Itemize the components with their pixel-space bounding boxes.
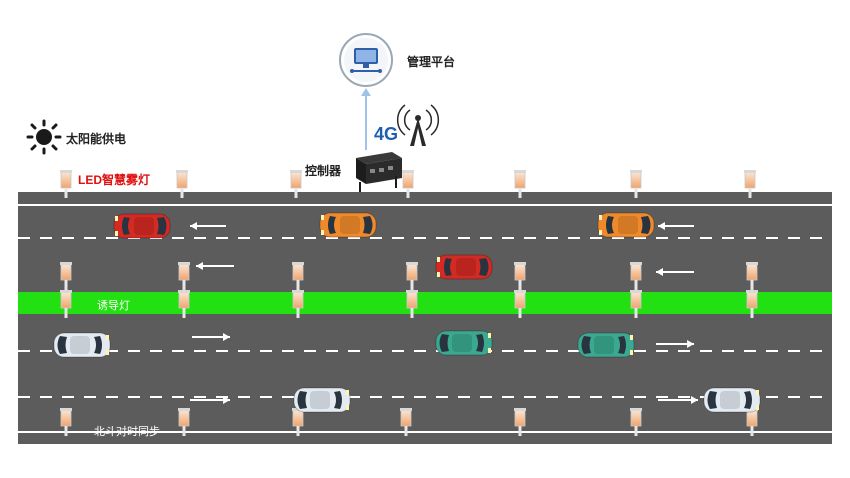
direction-arrow-icon <box>190 396 230 404</box>
direction-arrow-icon <box>190 222 226 230</box>
road-bottom <box>18 314 832 444</box>
fog-lamp-icon <box>60 170 72 198</box>
fog-lamp-icon <box>514 290 526 318</box>
car-icon <box>435 330 493 356</box>
fog-lamps <box>60 170 758 436</box>
controller-box-icon <box>356 152 402 192</box>
fog-lamp-icon <box>400 408 412 436</box>
fog-lamp-icon <box>178 408 190 436</box>
fog-lamp-icon <box>60 290 72 318</box>
direction-arrows <box>190 222 698 404</box>
platform-label: 管理平台 <box>407 55 456 69</box>
direction-arrow-icon <box>658 222 694 230</box>
beidou-sync-label: 北斗对时同步 <box>94 426 160 438</box>
fog-lamp-icon <box>514 262 526 290</box>
fog-lamp-icon <box>406 262 418 290</box>
fog-lamp-icon <box>290 170 302 198</box>
car-icon <box>293 387 351 413</box>
fog-lamp-icon <box>514 170 526 198</box>
fog-lamp-icon <box>292 290 304 318</box>
car-icon <box>113 213 171 239</box>
fog-lamp-label: LED智慧雾灯 <box>78 173 151 187</box>
fog-lamp-icon <box>402 170 414 198</box>
car-icon <box>577 332 635 358</box>
direction-arrow-icon <box>656 340 694 348</box>
vehicles <box>53 212 761 413</box>
fog-lamp-icon <box>178 262 190 290</box>
direction-arrow-icon <box>656 268 694 276</box>
car-icon <box>435 254 493 280</box>
car-icon <box>319 212 377 238</box>
road-top <box>18 192 832 292</box>
fog-lamp-icon <box>292 262 304 290</box>
fog-lamp-icon <box>744 170 756 198</box>
car-icon <box>53 332 111 358</box>
fog-lamp-icon <box>514 408 526 436</box>
fog-lamp-icon <box>630 408 642 436</box>
solar-label: 太阳能供电 <box>66 132 127 146</box>
fog-lamp-icon <box>406 290 418 318</box>
fog-lamp-icon <box>60 408 72 436</box>
fog-lamp-icon <box>630 170 642 198</box>
fog-lamp-icon <box>630 290 642 318</box>
guide-light-label: 诱导灯 <box>97 300 130 312</box>
fog-lamp-icon <box>630 262 642 290</box>
signal-tower-icon <box>396 104 440 146</box>
computer-network-icon <box>339 33 393 87</box>
fog-lamp-icon <box>746 290 758 318</box>
car-icon <box>703 387 761 413</box>
guide-light-strip <box>18 292 832 314</box>
sun-icon <box>26 119 62 155</box>
fog-lamp-icon <box>60 262 72 290</box>
fog-lamp-icon <box>746 262 758 290</box>
direction-arrow-icon <box>658 396 698 404</box>
fog-lamp-icon <box>178 290 190 318</box>
controller-label: 控制器 <box>305 164 342 178</box>
network-label: 4G <box>374 124 399 144</box>
uplink-arrow <box>361 88 371 150</box>
fog-lamp-icon <box>176 170 188 198</box>
car-icon <box>597 212 655 238</box>
direction-arrow-icon <box>192 333 230 341</box>
direction-arrow-icon <box>196 262 234 270</box>
